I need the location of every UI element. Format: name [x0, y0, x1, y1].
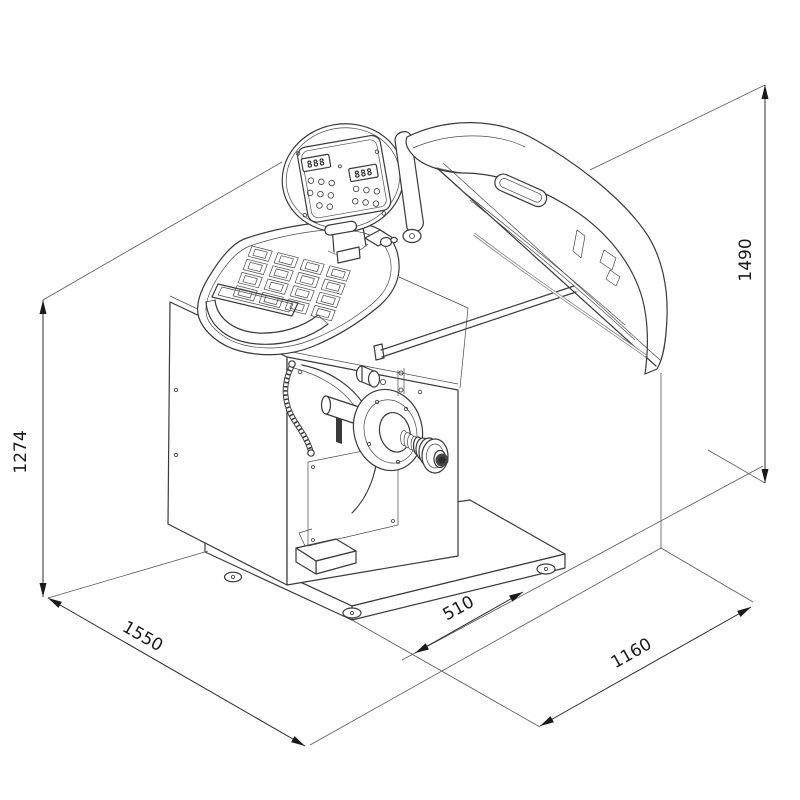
led-display-right: 888 [348, 163, 379, 183]
weight-pocket [268, 265, 294, 282]
dimension-1490: 1490 [736, 85, 769, 483]
weight-pocket [294, 288, 310, 299]
control-panel [297, 134, 392, 223]
weight-pocket [289, 301, 305, 312]
weight-pocket-grid [232, 245, 351, 322]
weight-pocket [263, 278, 289, 295]
weight-pocket [315, 291, 341, 308]
weight-pocket [242, 258, 268, 275]
hose [282, 360, 315, 457]
weight-pocket [263, 294, 279, 305]
dimension-label-1160: 1160 [608, 634, 656, 673]
display-neck [327, 219, 369, 264]
weight-pocket [299, 258, 325, 275]
weight-pocket [304, 261, 320, 272]
led-readout-right: 888 [353, 167, 373, 181]
weight-pocket [294, 272, 320, 289]
weight-pocket [278, 255, 294, 266]
dimension-1274: 1274 [11, 300, 47, 597]
panel-lower-button[interactable] [324, 220, 358, 236]
weight-pocket [320, 294, 336, 305]
weight-pocket [247, 261, 263, 272]
tray-handle [205, 299, 329, 345]
hood-support-rod [373, 285, 577, 361]
display-head: 888 888 [281, 123, 405, 236]
weight-pocket [252, 248, 268, 259]
weight-pocket [299, 275, 315, 286]
led-display-left: 888 [300, 153, 332, 173]
weight-pocket [284, 298, 310, 315]
panel-buttons[interactable] [305, 166, 382, 217]
weight-pocket [258, 291, 284, 308]
weight-pocket [247, 245, 273, 262]
weight-pocket [325, 281, 341, 292]
hub-nut-holder [355, 365, 405, 396]
hood-handle-slot[interactable] [492, 171, 549, 209]
weight-pocket [237, 272, 263, 289]
spindle-assembly [320, 388, 449, 474]
dimension-1160: 1160 [539, 606, 752, 727]
weight-pocket [237, 288, 253, 299]
weight-pocket [268, 281, 284, 292]
weight-pocket [330, 268, 346, 279]
weight-pocket [273, 268, 289, 279]
dimension-1550: 1550 [47, 597, 306, 747]
weight-pocket [289, 285, 315, 302]
weight-pocket [320, 278, 346, 295]
led-readout-left: 888 [306, 157, 326, 171]
hood-arm-pivot [364, 229, 398, 248]
dimension-label-1274: 1274 [11, 430, 31, 473]
wheel-guard-hood [394, 122, 668, 375]
weight-pocket [315, 308, 331, 319]
mounting-feet [223, 563, 556, 619]
extension-lines [42, 84, 766, 746]
weight-pocket [232, 285, 258, 302]
dimension-label-1490: 1490 [736, 238, 756, 281]
weight-pocket [273, 252, 299, 269]
weight-tray [197, 220, 400, 356]
pedal [295, 528, 357, 575]
dimension-label-1550: 1550 [119, 617, 166, 656]
weight-pocket [242, 275, 258, 286]
weight-pocket [310, 305, 336, 322]
weight-pocket [325, 265, 351, 282]
